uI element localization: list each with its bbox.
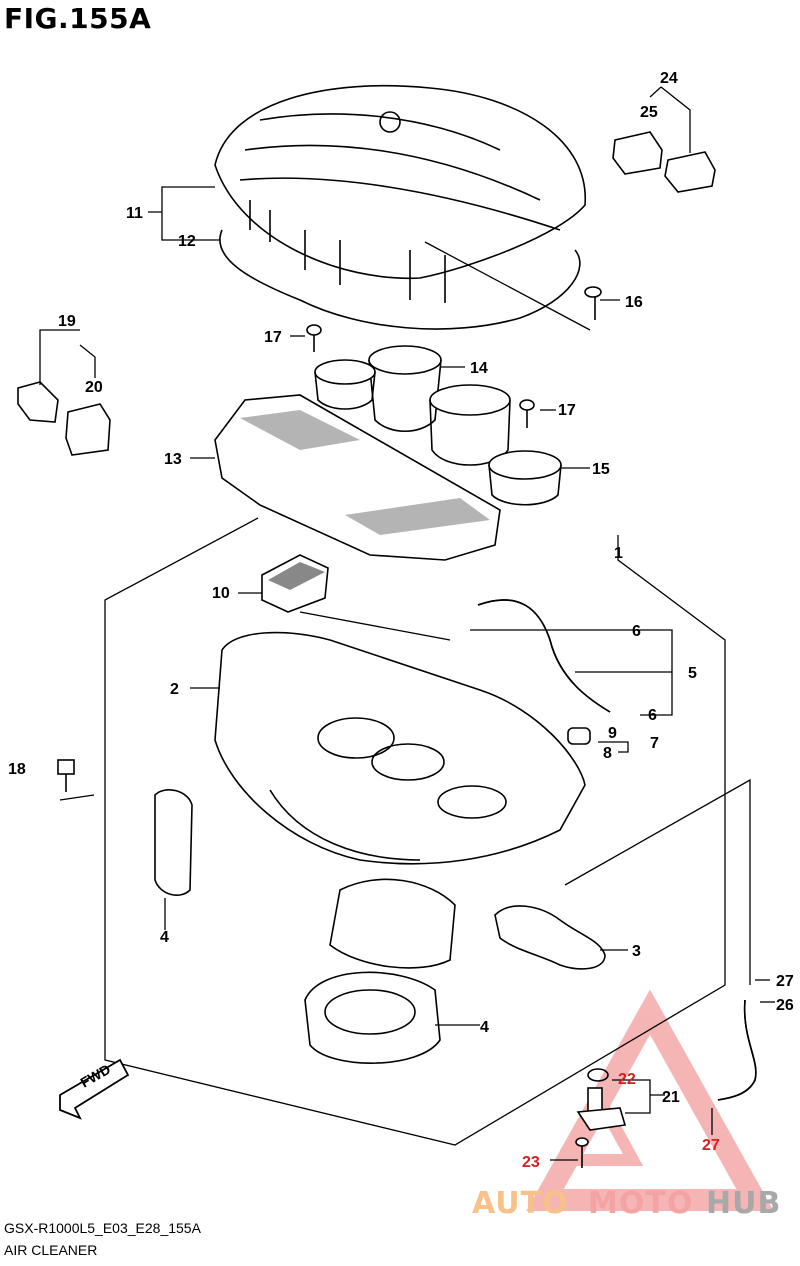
intake-duct-seal-left — [154, 789, 193, 896]
callout-13: 13 — [164, 451, 182, 468]
callout-18: 18 — [8, 761, 26, 778]
callout-6-upper: 6 — [632, 623, 641, 640]
callout-22: 22 — [618, 1071, 636, 1088]
callout-16: 16 — [625, 294, 643, 311]
callout-numbers: 1 2 3 4 4 5 6 6 7 8 9 10 11 12 13 14 15 … — [8, 70, 794, 1171]
callout-15: 15 — [592, 461, 610, 478]
assembly-outline — [104, 517, 726, 1146]
air-cleaner-case — [214, 631, 586, 969]
callout-27-upper: 27 — [776, 973, 794, 990]
callout-1: 1 — [614, 545, 623, 562]
breather-hose — [717, 999, 757, 1101]
callout-26: 26 — [776, 997, 794, 1014]
watermark-moto: MOTO — [588, 1186, 694, 1221]
callout-20: 20 — [85, 379, 103, 396]
callout-4-left: 4 — [160, 929, 169, 946]
watermark-auto: AUTO — [472, 1186, 569, 1221]
air-cleaner-element — [214, 394, 501, 561]
screw-17a — [306, 324, 322, 352]
callout-8: 8 — [603, 745, 612, 762]
figure-name: AIR CLEANER — [4, 1242, 98, 1258]
callout-3: 3 — [632, 943, 641, 960]
callout-17-right: 17 — [558, 402, 576, 419]
callout-25: 25 — [640, 104, 658, 121]
watermark-hub: HUB — [706, 1186, 782, 1221]
callout-21: 21 — [662, 1089, 680, 1106]
callout-14: 14 — [470, 360, 488, 377]
intake-air-temp-sensor — [612, 131, 716, 193]
cover-gasket — [219, 229, 581, 330]
sub-filter — [261, 554, 329, 613]
figure-title: FIG.155A — [4, 2, 152, 35]
velocity-stack-short — [314, 345, 442, 432]
callout-7: 7 — [650, 735, 659, 752]
velocity-stack-long — [429, 384, 562, 506]
pressure-sensor — [17, 381, 111, 456]
breather-fitting — [576, 1068, 627, 1131]
callout-4-lower: 4 — [480, 1019, 489, 1036]
leader-lines — [39, 86, 775, 1161]
air-cleaner-cover — [214, 84, 586, 303]
screw-23 — [575, 1137, 589, 1168]
callout-2: 2 — [170, 681, 179, 698]
callout-23: 23 — [522, 1154, 540, 1171]
callout-17-left: 17 — [264, 329, 282, 346]
intake-duct-seal-lower — [304, 971, 441, 1064]
callout-19: 19 — [58, 313, 76, 330]
callout-12: 12 — [178, 233, 196, 250]
callout-9: 9 — [608, 725, 617, 742]
drain-hose — [477, 599, 611, 713]
case-seal — [494, 905, 606, 970]
callout-6-lower: 6 — [648, 707, 657, 724]
callout-24: 24 — [660, 70, 678, 87]
callout-11: 11 — [126, 205, 143, 222]
callout-27-lower: 27 — [702, 1137, 720, 1154]
screw-16 — [584, 286, 602, 320]
screw-17b — [519, 399, 535, 428]
callout-5: 5 — [688, 665, 697, 682]
figure-code: GSX-R1000L5_E03_E28_155A — [4, 1220, 201, 1236]
drain-plug — [567, 727, 591, 745]
callout-10: 10 — [212, 585, 230, 602]
screw-18 — [57, 759, 75, 792]
forward-direction-arrow: FWD — [59, 1058, 130, 1120]
